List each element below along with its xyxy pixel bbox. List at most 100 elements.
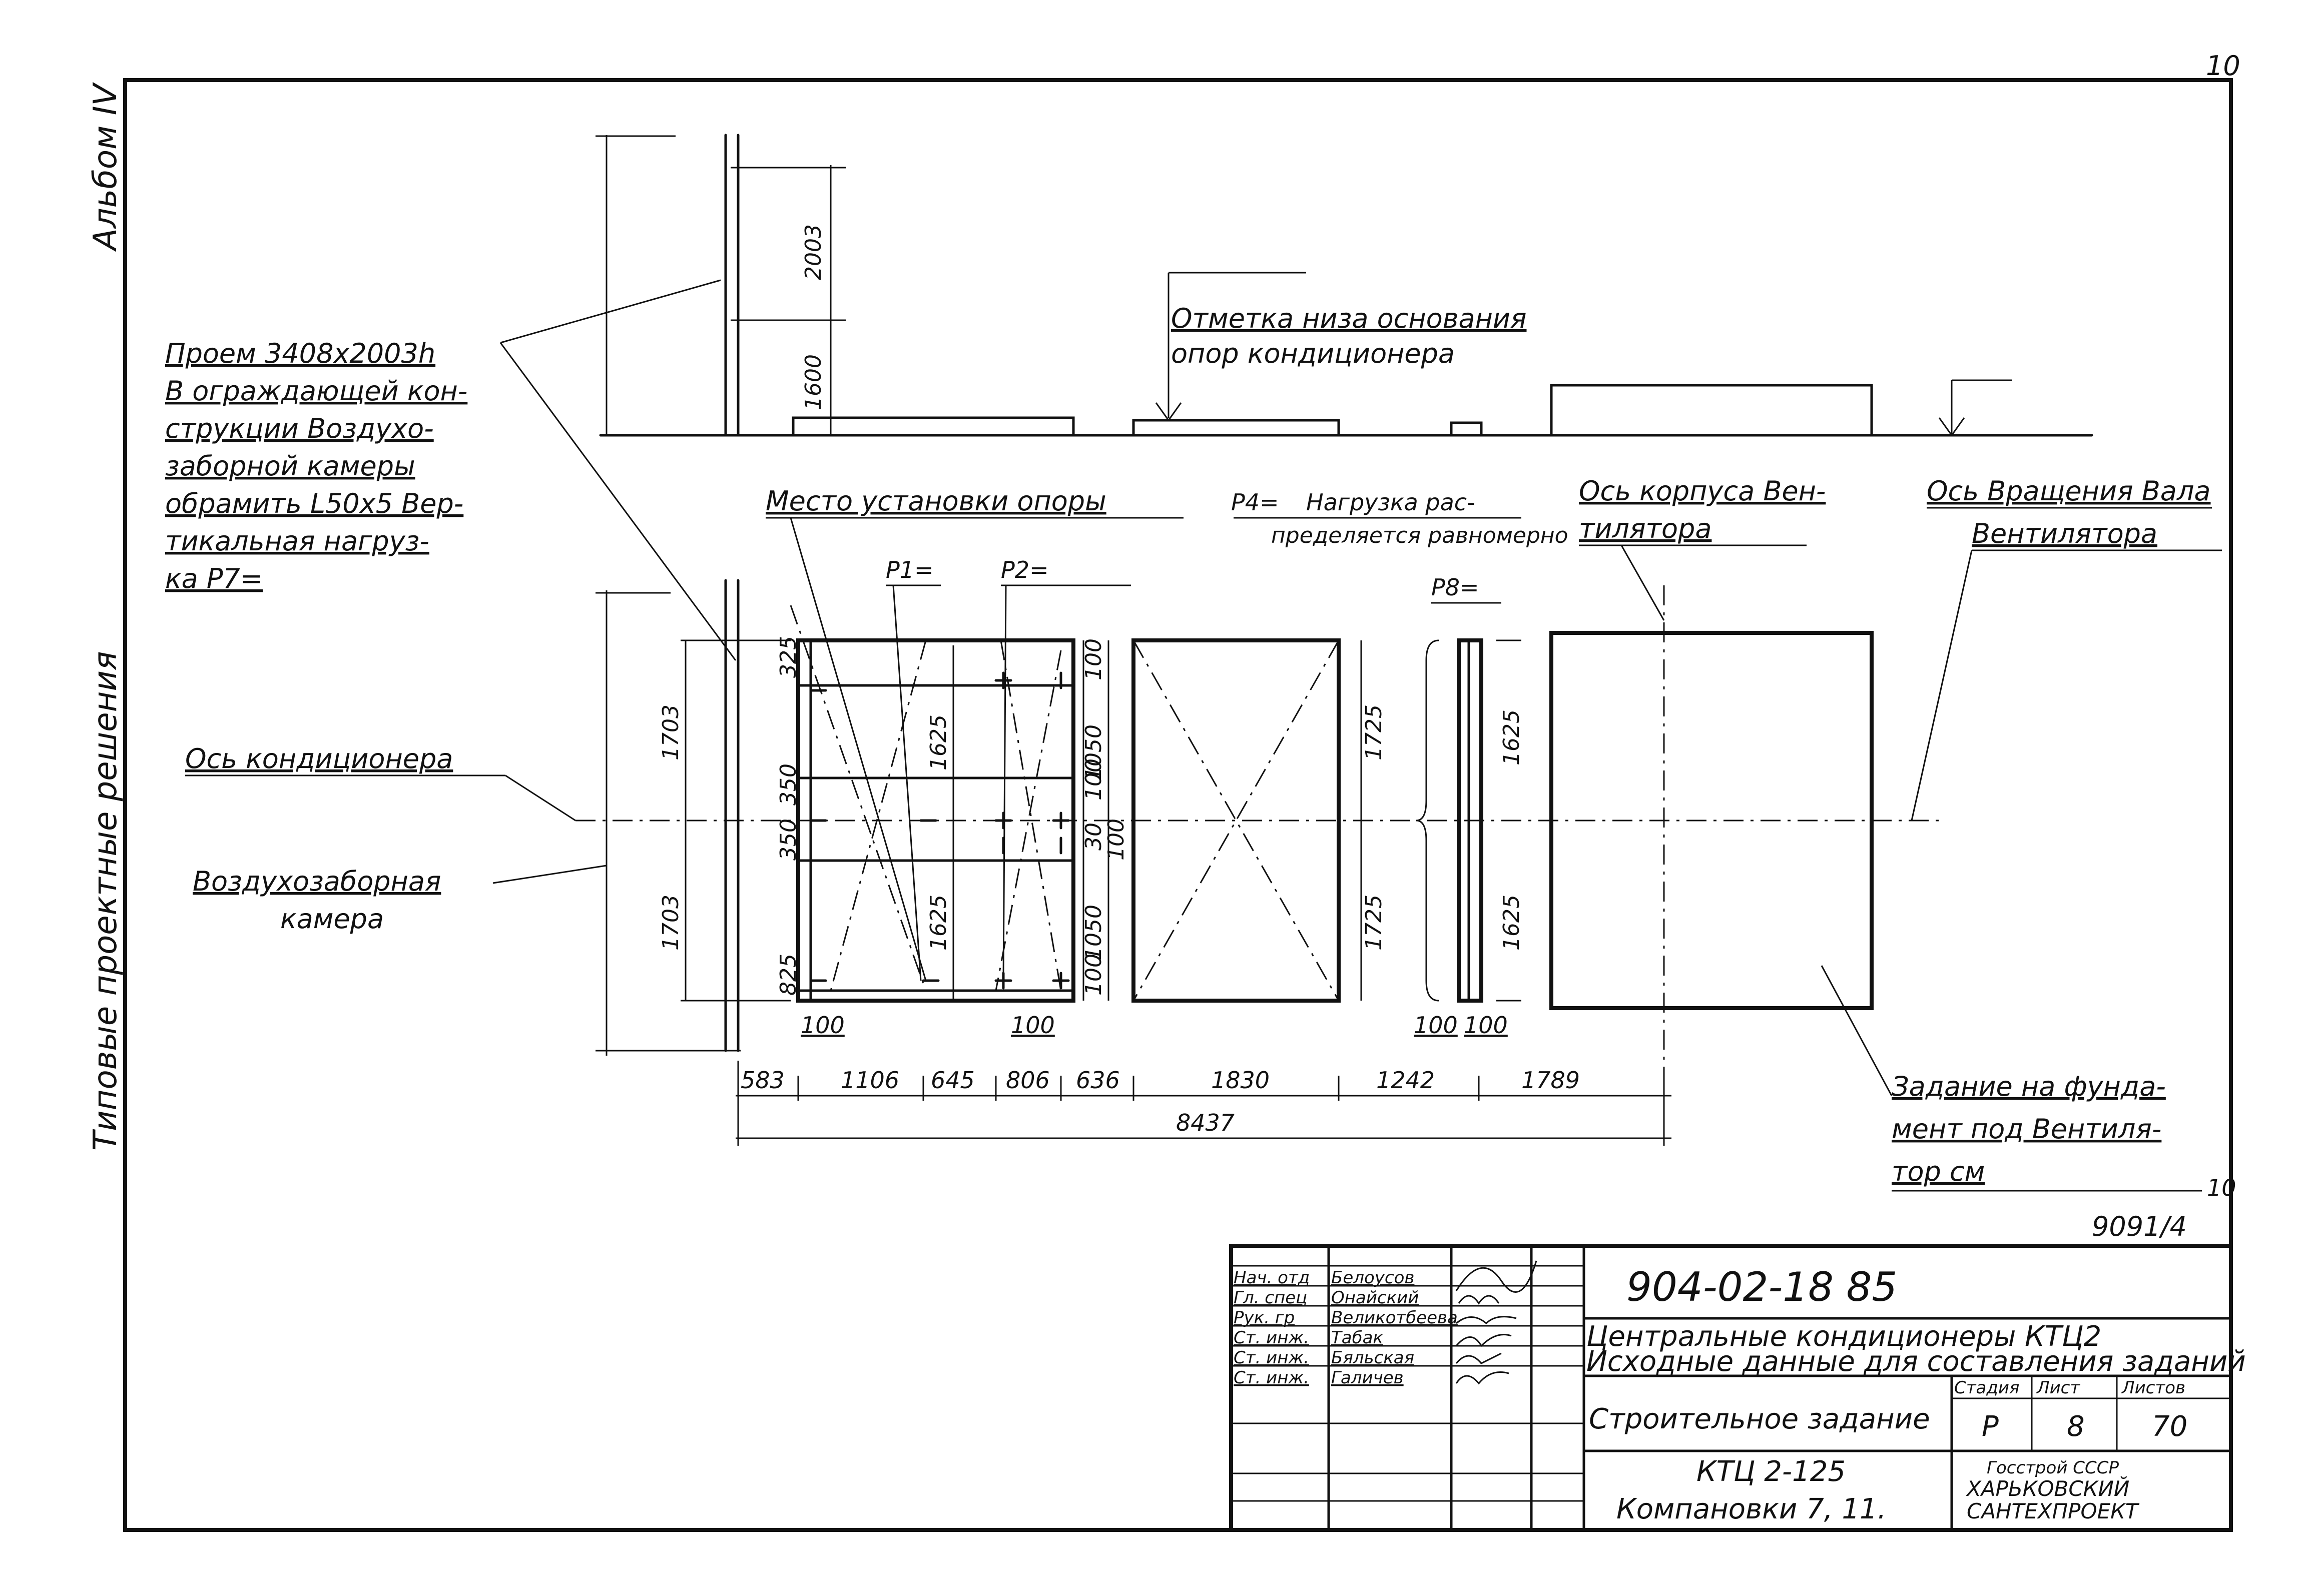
note-p4-load-2: пределяется равномерно xyxy=(1271,523,1568,548)
signers: Нач. отд Белоусов Гл. спец Онайский Рук.… xyxy=(1234,1260,1537,1388)
air-chamber-block xyxy=(796,638,1075,1003)
foundation-ref: 9091/4 xyxy=(2092,1211,2187,1242)
note-fan-shaft-axis-1: Ось Вращения Вала xyxy=(1927,475,2210,507)
dim-left-upper: 1703 xyxy=(658,704,684,760)
section-p4-block xyxy=(1131,638,1341,1003)
note-opening: Проем 3408х2003h В ограждающей кон- стру… xyxy=(165,279,737,661)
signer-role-4: Ст. инж. xyxy=(1234,1348,1309,1368)
dim-small-100-d: 100 xyxy=(1464,1012,1508,1039)
note-fan-body-axis-1: Ось корпуса Вен- xyxy=(1579,475,1826,507)
series-label: Типовые проектные решения xyxy=(87,651,124,1151)
dim-c2-a: 100 xyxy=(1081,638,1106,680)
note-conditioner-axis: Ось кондиционера xyxy=(185,743,453,774)
dim-left-lower: 1703 xyxy=(658,895,684,951)
dim-c1-b: 350 xyxy=(776,763,801,806)
signer-name-4: Бяльская xyxy=(1331,1348,1414,1368)
dim-c1-c: 350 xyxy=(776,819,801,861)
signer-role-5: Ст. инж. xyxy=(1234,1368,1309,1388)
org-line-3: САНТЕХПРОЕКТ xyxy=(1967,1499,2140,1523)
dim-chain-0: 583 xyxy=(741,1067,785,1094)
signer-role-3: Ст. инж. xyxy=(1234,1328,1309,1348)
dim-chain-1: 1106 xyxy=(841,1067,899,1094)
note-foundation-3: тор см xyxy=(1892,1156,1985,1187)
signer-name-2: Великотбеева xyxy=(1331,1308,1458,1328)
signer-name-0: Белоусов xyxy=(1331,1268,1414,1288)
label-p4: P4= xyxy=(1231,489,1279,516)
signer-role-0: Нач. отд xyxy=(1234,1268,1310,1288)
label-p8: P8= xyxy=(1431,574,1479,601)
dim-c1-d: 825 xyxy=(776,954,801,996)
sheet-header: Лист xyxy=(2036,1378,2080,1398)
dim-chain-6: 1242 xyxy=(1376,1067,1435,1094)
dim-elev-lower: 1600 xyxy=(801,354,826,410)
signer-name-1: Онайский xyxy=(1331,1288,1419,1308)
dim-chain-5: 1830 xyxy=(1211,1067,1270,1094)
elevation-view: 2003 1600 xyxy=(596,134,2093,437)
dim-c2-d: 30 xyxy=(1081,823,1106,851)
dim-chain-7: 1789 xyxy=(1521,1067,1580,1094)
support-base-3 xyxy=(1450,421,1483,437)
sheets-value: 70 xyxy=(2152,1410,2187,1443)
dim-c4-low: 1625 xyxy=(1499,895,1524,951)
note-opening-line-1: Проем 3408х2003h xyxy=(165,338,435,369)
dim-c2-c: 100 xyxy=(1081,758,1106,801)
note-air-chamber-1: Воздухозаборная xyxy=(193,866,441,897)
foundation-ref-sup: 10 xyxy=(2207,1174,2236,1201)
dim-c2-b: 1050 xyxy=(1081,724,1106,780)
note-fan-shaft-axis-2: Вентилятора xyxy=(1972,518,2157,549)
model-label: КТЦ 2-125 xyxy=(1696,1455,1846,1488)
sheets-header: Листов xyxy=(2121,1378,2185,1398)
title-line-2: Исходные данные для составления заданий xyxy=(1586,1345,2246,1378)
dim-chain-4: 636 xyxy=(1076,1067,1120,1094)
note-fan-body-axis-2: тилятора xyxy=(1579,513,1711,544)
plan-view: 1703 1703 325 350 350 825 1625 1625 xyxy=(575,579,1942,1146)
note-opening-line-4: заборной камеры xyxy=(165,450,415,482)
dim-c1-up: 1625 xyxy=(926,714,951,770)
note-foundation-2: мент под Вентиля- xyxy=(1892,1113,2161,1145)
signer-name-3: Табак xyxy=(1331,1328,1383,1348)
title-line-1: Центральные кондиционеры КТЦ2 xyxy=(1586,1320,2101,1353)
dim-c2-e: 100 xyxy=(1103,819,1129,861)
note-p4-load-1: Нагрузка рас- xyxy=(1306,489,1475,516)
dim-chain-2: 645 xyxy=(931,1067,975,1094)
title-block xyxy=(1229,1244,2233,1532)
dim-chain-3: 806 xyxy=(1006,1067,1050,1094)
note-air-chamber-2: камера xyxy=(280,903,384,935)
doc-number: 904-02-18 85 xyxy=(1626,1264,1897,1310)
dim-c4-up: 1625 xyxy=(1499,709,1524,765)
dim-c3-low: 1725 xyxy=(1361,895,1387,951)
org-line-2: ХАРЬКОВСКИЙ xyxy=(1966,1476,2129,1501)
dim-elev-upper: 2003 xyxy=(801,224,826,280)
signer-name-5: Галичев xyxy=(1331,1368,1404,1388)
dim-small-100-a: 100 xyxy=(801,1012,845,1039)
dim-c1-a: 325 xyxy=(776,636,801,678)
note-opening-line-6: тикальная нагруз- xyxy=(165,525,429,557)
dim-c3-up: 1725 xyxy=(1361,704,1387,760)
signer-role-2: Рук. гр xyxy=(1234,1308,1295,1328)
signature-3 xyxy=(1455,1334,1512,1347)
note-foundation-1: Задание на фунда- xyxy=(1892,1071,2166,1102)
sheet-value: 8 xyxy=(2067,1410,2085,1443)
dim-small-100-c: 100 xyxy=(1414,1012,1458,1039)
sheet-name: Строительное задание xyxy=(1589,1403,1930,1435)
note-opening-line-3: струкции Воздухо- xyxy=(165,413,434,444)
dim-c1-low: 1625 xyxy=(926,895,951,951)
signature-0 xyxy=(1455,1260,1537,1293)
fan-base xyxy=(1550,384,1873,437)
signature-2 xyxy=(1456,1316,1517,1325)
dim-c2-f: 1050 xyxy=(1081,905,1106,961)
org-line-1: Госстрой СССР xyxy=(1987,1458,2119,1478)
note-opening-line-5: обрамить L50х5 Вер- xyxy=(165,488,463,519)
fan-block xyxy=(1549,631,1874,1010)
note-base-mark-2: опор кондиционера xyxy=(1171,338,1455,369)
sheet-frame xyxy=(123,78,2233,1532)
dim-c2-g: 100 xyxy=(1081,954,1106,996)
stage-header: Стадия xyxy=(1954,1378,2019,1398)
dim-small-100-b: 100 xyxy=(1011,1012,1055,1039)
note-opening-line-2: В ограждающей кон- xyxy=(165,375,467,407)
label-p1: P1= xyxy=(886,556,934,583)
signature-5 xyxy=(1455,1371,1509,1385)
signature-1 xyxy=(1458,1295,1500,1305)
dim-overall: 8437 xyxy=(1176,1109,1235,1136)
